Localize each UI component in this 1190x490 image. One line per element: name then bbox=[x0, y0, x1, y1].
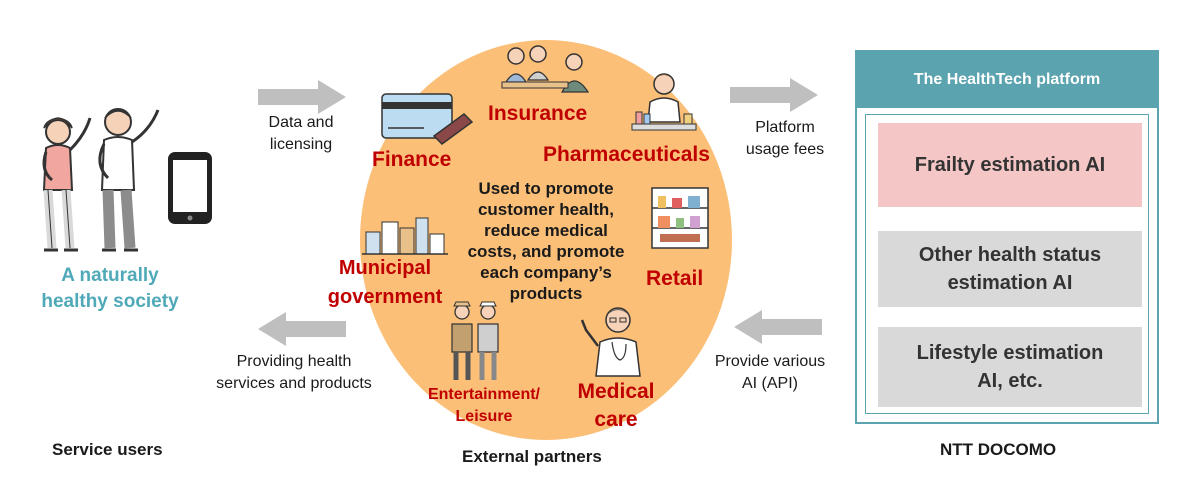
purpose-line: products bbox=[509, 284, 583, 303]
ai-item-line: Lifestyle estimation bbox=[916, 342, 1104, 364]
sector-medical-line-1: Medical bbox=[577, 380, 655, 403]
external-partners-caption: External partners bbox=[462, 447, 602, 466]
data-licensing-line-2: licensing bbox=[269, 136, 333, 153]
man-stretching-icon bbox=[98, 108, 160, 252]
sector-finance: Finance bbox=[372, 148, 452, 171]
providing-services-line-2: services and products bbox=[216, 375, 372, 392]
provide-ai-line-2: AI (API) bbox=[741, 375, 798, 392]
provide-ai-line-1: Provide various bbox=[714, 353, 826, 370]
arrow-left-services-icon bbox=[258, 312, 346, 346]
sector-insurance: Insurance bbox=[488, 102, 588, 125]
data-licensing-line-1: Data and bbox=[268, 114, 334, 131]
ai-item-line: AI, etc. bbox=[977, 370, 1043, 392]
arrow-right-data-icon bbox=[258, 80, 346, 114]
sector-medical-line-2: care bbox=[594, 408, 638, 431]
healthtech-platform-panel: The HealthTech platform Frailty estimati… bbox=[855, 50, 1159, 424]
platform-title: The HealthTech platform bbox=[857, 52, 1157, 108]
society-line-2: healthy society bbox=[41, 291, 179, 312]
arrow-left-api-icon bbox=[734, 310, 822, 344]
ai-item-line: Other health status bbox=[918, 244, 1102, 266]
sector-retail: Retail bbox=[646, 267, 704, 290]
platform-fees-line-2: usage fees bbox=[745, 141, 825, 158]
ai-item-line: Frailty estimation AI bbox=[914, 154, 1106, 176]
arrow-right-fees-icon bbox=[730, 78, 818, 112]
woman-stretching-icon bbox=[42, 117, 92, 252]
pharmacist-icon bbox=[631, 73, 697, 131]
providing-services-line-1: Providing health bbox=[236, 353, 352, 370]
smartphone-icon bbox=[168, 152, 212, 224]
purpose-line: customer health, bbox=[477, 200, 615, 219]
purpose-line: each company’s bbox=[480, 263, 612, 282]
insurance-meeting-icon bbox=[501, 45, 590, 93]
sector-municipal-line-1: Municipal bbox=[338, 257, 432, 279]
platform-fees-line-1: Platform bbox=[755, 119, 815, 136]
ai-item-line: estimation AI bbox=[947, 272, 1073, 294]
retail-shelf-icon bbox=[651, 187, 709, 249]
sector-pharmaceuticals: Pharmaceuticals bbox=[543, 143, 710, 166]
city-buildings-icon bbox=[362, 217, 448, 255]
service-users-caption: Service users bbox=[52, 440, 163, 459]
sector-municipal-line-2: government bbox=[327, 286, 443, 308]
sector-entertainment-line-1: Entertainment/ bbox=[427, 386, 540, 403]
ai-item-lifestyle: Lifestyle estimation AI, etc. bbox=[878, 327, 1142, 407]
platform-ai-list: Frailty estimation AI Other health statu… bbox=[865, 114, 1149, 414]
purpose-line: reduce medical bbox=[484, 221, 608, 240]
credit-card-icon bbox=[381, 93, 474, 145]
ntt-docomo-caption: NTT DOCOMO bbox=[940, 440, 1057, 459]
ai-item-health-status: Other health status estimation AI bbox=[878, 231, 1142, 307]
ai-item-frailty: Frailty estimation AI bbox=[878, 123, 1142, 207]
purpose-line: costs, and promote bbox=[467, 242, 625, 261]
doctor-icon bbox=[580, 307, 641, 377]
society-line-1: A naturally bbox=[61, 265, 159, 286]
purpose-line: Used to promote bbox=[478, 179, 614, 198]
sector-entertainment-line-2: Leisure bbox=[455, 408, 513, 425]
hikers-icon bbox=[451, 301, 499, 380]
partners-purpose-text: Used to promote customer health, reduce … bbox=[446, 178, 646, 304]
